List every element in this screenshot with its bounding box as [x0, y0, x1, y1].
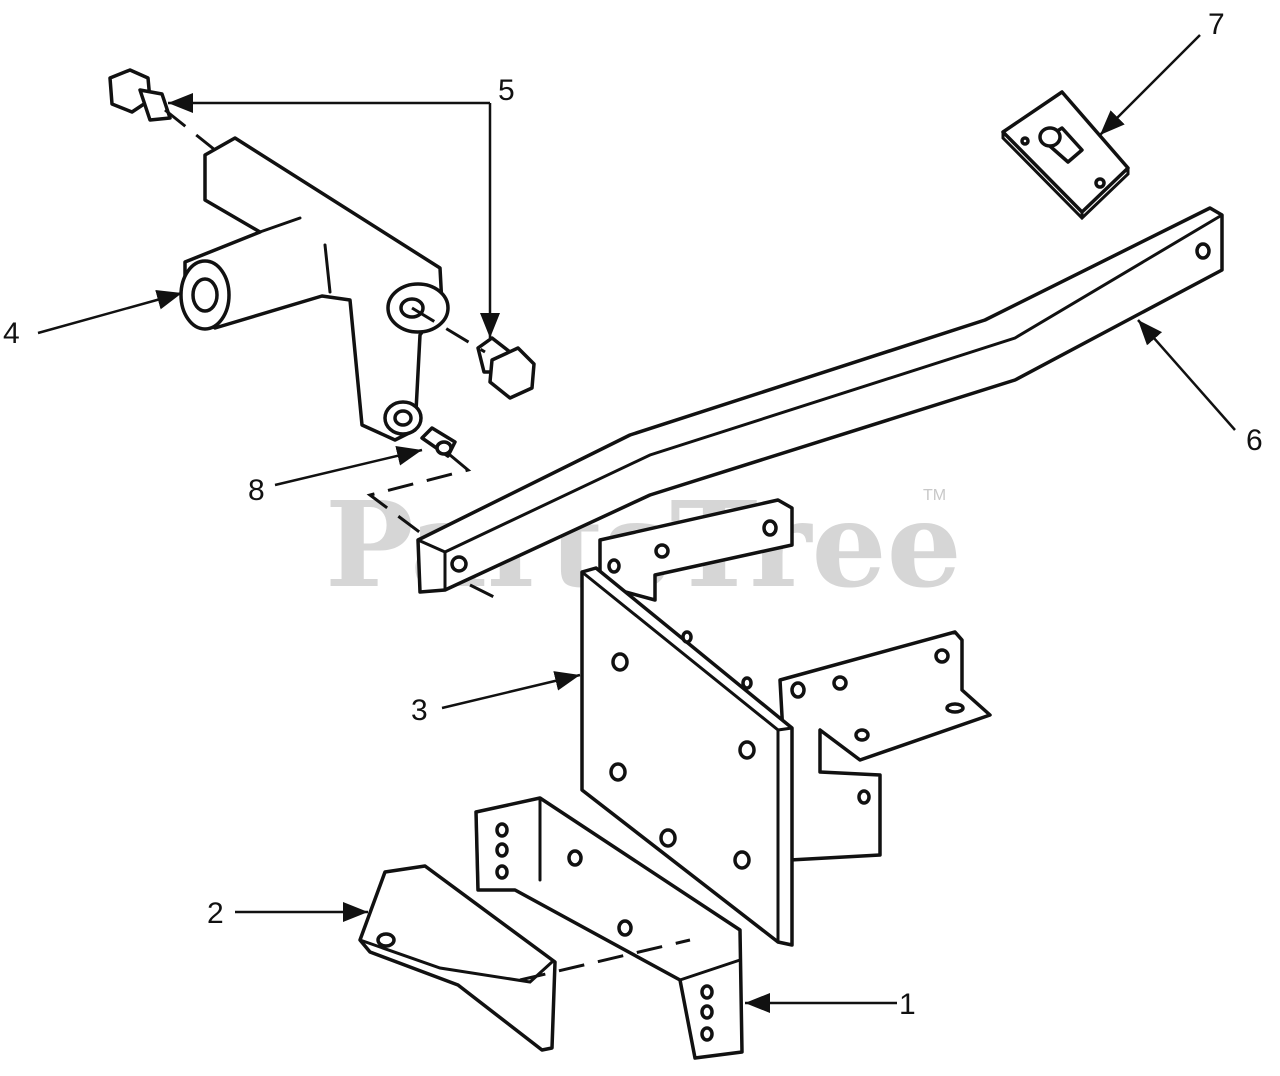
callout-6: 6	[1246, 424, 1263, 457]
right-bracket-part	[778, 630, 992, 862]
callout-2: 2	[207, 897, 224, 930]
lift-bar-part	[416, 206, 1224, 594]
callout-1: 1	[899, 988, 916, 1021]
callout-5: 5	[498, 74, 515, 107]
bolt-top-part	[108, 68, 172, 122]
callout-3: 3	[411, 694, 428, 727]
pivot-arm-part	[179, 136, 450, 442]
callout-7: 7	[1208, 8, 1225, 41]
pin-part	[420, 426, 457, 458]
assembly-lines	[164, 108, 691, 982]
callout-arrows	[37, 34, 1236, 1013]
watermark-trademark: TM	[923, 487, 946, 504]
base-bracket-part	[474, 796, 744, 1060]
small-bracket-part	[358, 864, 557, 1052]
bolt-right-part	[476, 336, 536, 400]
callout-4: 4	[3, 317, 20, 350]
stud-plate-part	[1001, 90, 1130, 221]
mounting-plate-part	[580, 566, 794, 947]
callout-8: 8	[248, 474, 265, 507]
